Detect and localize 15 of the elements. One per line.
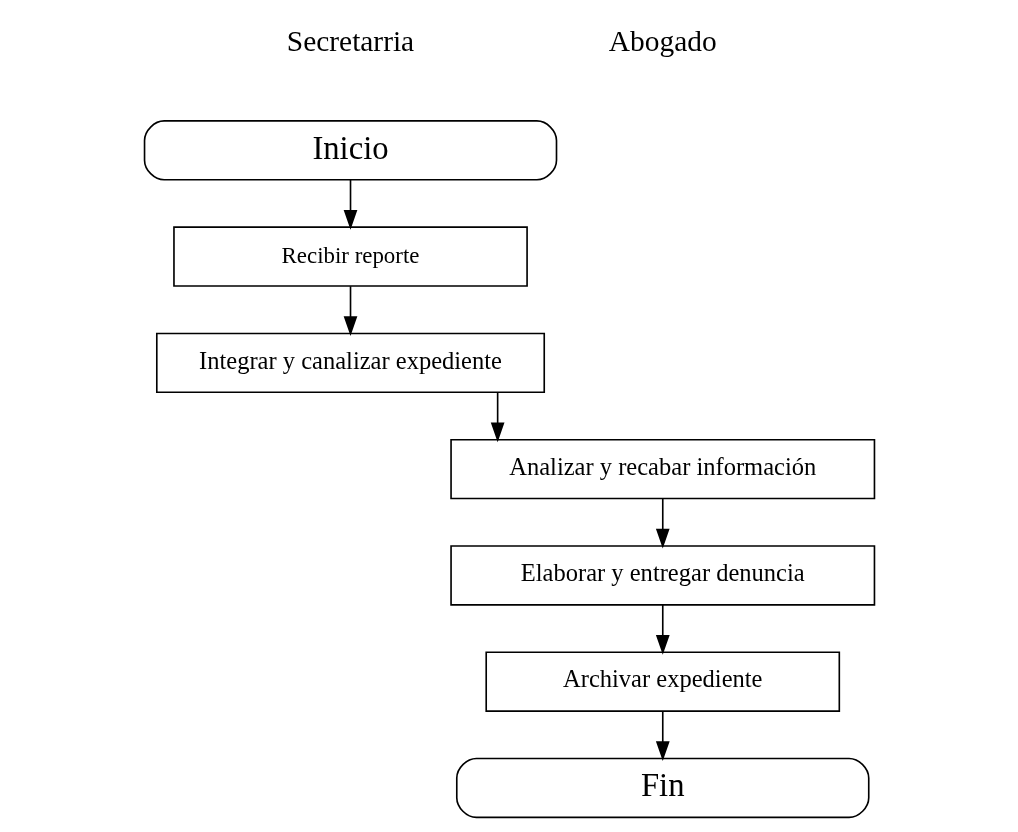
node-box: Inicio <box>143 120 557 181</box>
label: Abogado <box>608 25 717 58</box>
node-box: Analizar y recabar información <box>449 438 875 500</box>
arrow <box>655 497 670 549</box>
arrow <box>343 285 357 336</box>
node-box: Archivar expediente <box>484 651 840 712</box>
arrow <box>655 604 670 655</box>
arrow <box>490 391 504 443</box>
node-box: Fin <box>455 757 870 819</box>
node-box: Integrar y canalizar expediente <box>155 332 545 394</box>
node-box: Elaborar y entregar denuncia <box>449 545 875 606</box>
arrow <box>655 710 670 761</box>
node-box: Recibir reporte <box>172 226 528 287</box>
arrow <box>343 179 357 230</box>
label: Secretarria <box>286 25 414 58</box>
